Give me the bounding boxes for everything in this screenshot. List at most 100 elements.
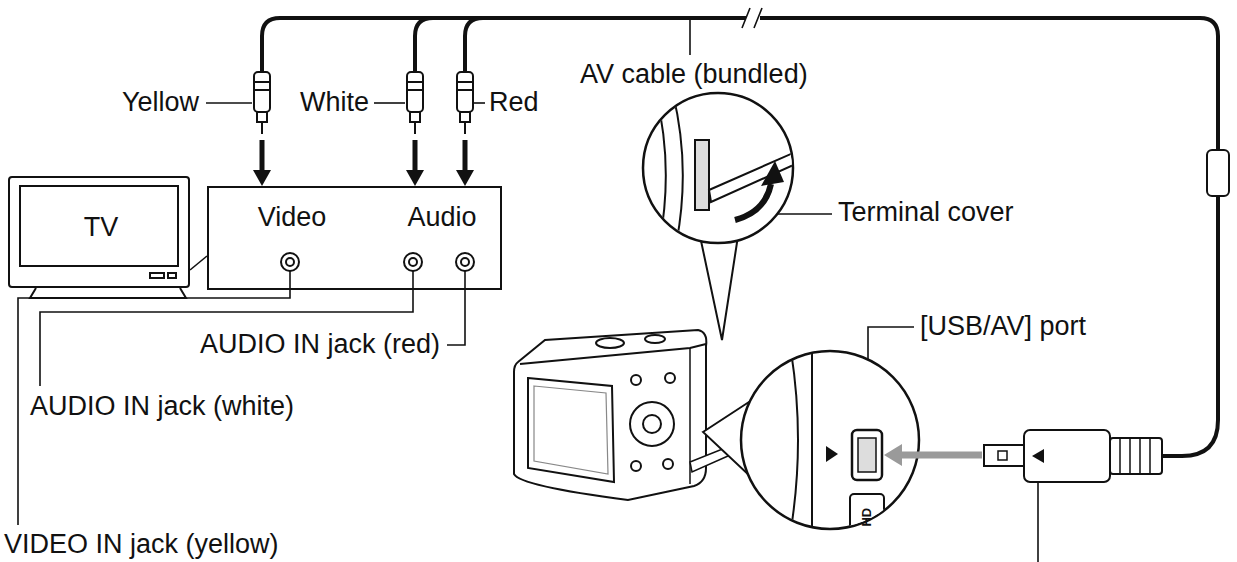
insert-arrow [253,170,271,186]
camera-body [534,386,608,474]
av-cable [465,18,483,72]
cable-break [742,8,762,28]
part-label: Terminal cover [838,198,1014,228]
jack-label: VIDEO IN jack (yellow) [4,530,279,560]
port-detail [852,430,882,480]
camera-body [528,378,614,482]
usb-plug [984,430,1162,482]
camera-body [630,402,674,446]
audio-jack [461,258,469,266]
camera-body [645,335,665,343]
insert-arrow [253,140,474,186]
node-text: Video [258,203,327,233]
tv-screen [20,186,178,266]
av-cable [1162,196,1218,456]
port-detail [826,446,838,462]
camera-body [631,461,641,471]
port-detail [858,438,876,472]
insert-arrow [406,170,424,186]
jack-label: AUDIO IN jack (red) [200,330,440,360]
rca-plug [457,72,473,112]
tv-stand [30,288,186,298]
video-jack [281,253,299,271]
insert-arrow [456,170,474,186]
plug-color-label: Red [489,88,539,118]
av-cable [415,18,433,72]
camera-body [514,330,706,500]
tv-button [168,273,176,278]
port-detail [790,345,884,544]
tv-set [20,186,186,298]
rca-plug [254,72,270,112]
terminal-cover-detail [655,90,666,250]
leader-line [374,102,405,104]
plug-color-label: White [300,88,369,118]
leader-line [770,213,832,215]
video-jack [286,258,294,266]
cable-label: AV cable (bundled) [580,60,808,90]
rca-plug [407,82,423,90]
leader-line [474,102,485,104]
camera-body [663,459,673,469]
jack-label: AUDIO IN jack (white) [30,392,294,422]
rca-plug [254,72,473,134]
node-text: TV [84,213,119,243]
camera-body [596,338,624,348]
rca-plug [254,82,270,90]
plug-color-label: Yellow [122,88,199,118]
port-marking: HD [860,508,874,527]
rca-plug [464,122,466,134]
usb-plug [998,451,1007,460]
insert-arrow [884,444,982,466]
usb-plug [1024,430,1110,482]
rca-plug [261,122,263,134]
leader-line [689,20,691,55]
usb-plug [1032,449,1044,463]
insert-arrow [884,444,902,466]
usb-plug [1120,438,1150,474]
insert-arrow [898,452,982,459]
av-cable [262,18,1218,456]
node-text: Audio [407,203,476,233]
camera-body [665,373,675,383]
zoom-callout [643,93,793,340]
leader-line [447,271,465,345]
port-detail [811,345,813,535]
audio-jack [404,253,422,271]
tv-frame: TV [8,176,190,288]
terminal-cover-detail [761,161,784,186]
jack-panel: Video Audio [207,186,502,290]
port-detail [850,494,884,544]
audio-jack [404,253,474,271]
leader-line [190,256,207,270]
rca-plug [414,122,416,134]
audio-jack [456,253,474,271]
terminal-cover-detail [695,140,709,210]
terminal-cover-detail [672,90,683,250]
camera-body [643,415,661,433]
video-jack [281,253,299,271]
cable-break [742,8,762,30]
leader-line [18,20,1038,562]
part-label: [USB/AV] port [920,312,1086,342]
tv-button [150,273,164,278]
insert-arrow [262,140,465,172]
usb-plug [1110,438,1162,474]
zoom-callout [700,236,738,340]
camera-body [631,375,641,385]
rca-plug [460,112,470,122]
audio-jack [409,258,417,266]
terminal-cover-detail [655,90,800,250]
terminal-cover-detail [709,150,800,202]
rca-plug [457,82,473,90]
leader-line [206,102,252,104]
rca-plug [257,112,267,122]
camera-body [514,330,737,500]
ferrite-core [1207,150,1229,196]
terminal-cover-detail [735,184,771,220]
rca-plug [410,112,420,122]
leader-line [190,256,207,270]
port-detail [790,345,798,535]
usb-plug [984,445,1024,466]
